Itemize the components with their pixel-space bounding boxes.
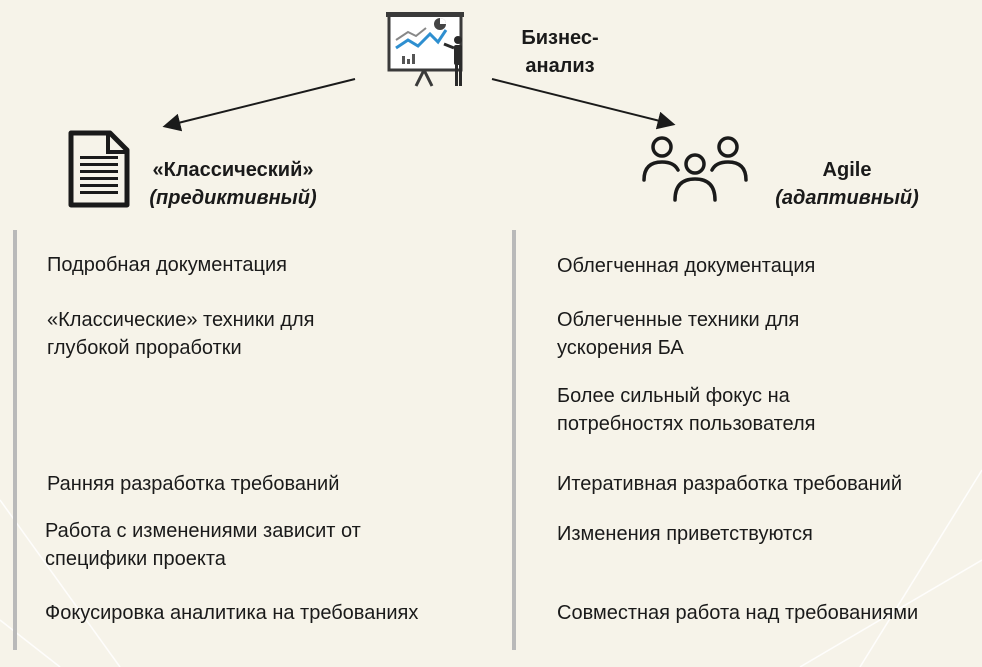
left-item-line: Ранняя разработка требований <box>47 473 340 495</box>
left-item-line: Подробная документация <box>47 254 287 276</box>
left-item-line: «Классические» техники для <box>47 309 315 331</box>
right-column-divider <box>512 230 516 650</box>
right-item: Изменения приветствуются <box>557 520 813 548</box>
arrow-right <box>491 78 676 130</box>
left-item-line: Фокусировка аналитика на требованиях <box>45 602 419 624</box>
top-title: Бизнес- анализ <box>490 24 630 80</box>
right-heading-sub: (адаптивный) <box>775 187 919 209</box>
left-column-divider <box>13 230 17 650</box>
left-heading-main: «Классический» <box>152 159 314 181</box>
left-item-line: Работа с изменениями зависит от <box>45 520 361 542</box>
right-item-line: Более сильный фокус на <box>557 385 790 407</box>
right-item: Итеративная разработка требований <box>557 470 902 498</box>
left-item: Фокусировка аналитика на требованиях <box>45 599 418 627</box>
top-title-line1: Бизнес- <box>521 27 599 49</box>
left-item: Ранняя разработка требований <box>47 470 339 498</box>
right-item-line: Совместная работа над требованиями <box>557 602 919 624</box>
right-item-line: ускорения БА <box>557 337 684 359</box>
document-icon <box>68 130 130 208</box>
right-item: Облегченные техники для ускорения БА <box>557 306 799 362</box>
presentation-board-icon <box>386 12 464 87</box>
arrow-left <box>162 78 356 132</box>
left-item-line: глубокой проработки <box>47 337 242 359</box>
left-heading-sub: (предиктивный) <box>149 187 317 209</box>
team-icon <box>642 136 748 202</box>
left-item: «Классические» техники для глубокой прор… <box>47 306 315 362</box>
right-heading-main: Agile <box>822 159 872 181</box>
right-item-line: Облегченная документация <box>557 255 816 277</box>
right-item-line: Облегченные техники для <box>557 309 800 331</box>
right-item: Более сильный фокус на потребностях поль… <box>557 382 816 438</box>
right-item-line: Итеративная разработка требований <box>557 473 903 495</box>
left-item: Работа с изменениями зависит от специфик… <box>45 517 361 573</box>
right-item: Облегченная документация <box>557 252 815 280</box>
left-item-line: специфики проекта <box>45 548 226 570</box>
left-heading: «Классический» (предиктивный) <box>128 156 338 212</box>
right-item: Совместная работа над требованиями <box>557 599 918 627</box>
right-heading: Agile (адаптивный) <box>752 156 942 212</box>
left-item: Подробная документация <box>47 251 287 279</box>
top-title-line2: анализ <box>525 55 595 77</box>
right-item-line: Изменения приветствуются <box>557 523 813 545</box>
right-item-line: потребностях пользователя <box>557 413 816 435</box>
